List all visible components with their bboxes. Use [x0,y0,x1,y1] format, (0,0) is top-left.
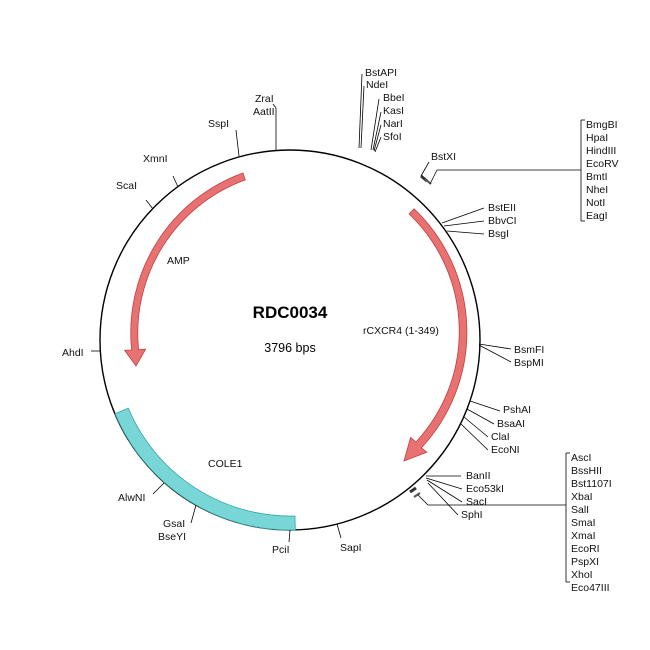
site-ahdi: AhdI [62,347,84,359]
site-bsteii: BstEII [488,202,516,214]
site-group-bsmfi: BsmFI BspMI [478,343,544,369]
site-xhoi: XhoI [571,569,593,581]
mcs2-marker [409,486,421,498]
site-bsgi: BsgI [488,228,509,240]
rcxcr4-arrow [403,208,468,462]
site-xmai: XmaI [571,530,596,542]
plasmid-size: 3796 bps [264,341,315,355]
site-sali: SalI [571,504,589,516]
site-group-banii: BanII Eco53kI SacI SphI [425,470,504,521]
site-nhei: NheI [586,184,608,196]
cole1-label: COLE1 [208,458,243,470]
amp-label: AMP [167,255,190,267]
site-group-mcs2: AscI BssHII Bst1107I XbaI SalI SmaI XmaI… [417,452,612,594]
site-ecori: EcoRI [571,543,600,555]
site-bbvci: BbvCI [488,215,517,227]
site-aatii: AatII [253,106,275,118]
plasmid-name: RDC0034 [253,303,328,322]
site-group-bsteii: BstEII BbvCI BsgI [441,202,517,240]
site-pspxi: PspXI [571,556,599,568]
site-hindiii: HindIII [586,145,616,157]
site-noti: NotI [586,197,605,209]
site-asci: AscI [571,452,591,464]
site-xbai: XbaI [571,491,593,503]
mcs1-marker [420,174,432,185]
site-group-aatii: ZraI AatII [253,93,277,150]
site-bst1107i: Bst1107I [571,478,612,490]
site-sspi: SspI [208,118,229,130]
site-hpai: HpaI [586,132,608,144]
site-sfoi: SfoI [383,131,402,143]
site-bseyi: BseYI [158,531,186,543]
site-smai: SmaI [571,517,596,529]
site-eco53ki: Eco53kI [466,483,504,495]
site-bmgbi: BmgBI [586,119,618,131]
site-bstxi: BstXI [431,151,456,163]
site-bmti: BmtI [586,171,608,183]
site-sphi: SphI [461,509,483,521]
site-group-pshai: PshAI BsaAI ClaI EcoNI [460,400,531,456]
site-alwni: AlwNI [118,492,145,504]
site-bspmi: BspMI [514,357,544,369]
site-nari: NarI [383,118,403,130]
site-zrai: ZraI [255,93,274,105]
site-bsaai: BsaAI [497,418,525,430]
site-ndei: NdeI [366,79,388,91]
site-group-mcs1: BstXI BmgBI HpaI HindIII EcoRV BmtI NheI… [420,119,619,222]
site-bbei: BbeI [383,92,405,104]
site-pcii: PciI [272,544,290,556]
site-eco47iii: Eco47III [571,582,610,594]
site-group-top: BstAPI NdeI BbeI KasI NarI SfoI [358,67,405,153]
site-econi: EcoNI [491,444,520,456]
site-saci: SacI [466,496,487,508]
site-kasi: KasI [383,105,404,117]
site-ecorv: EcoRV [586,158,619,170]
site-xmni: XmnI [143,153,168,165]
rcxcr4-label: rCXCR4 (1-349) [363,325,439,337]
site-eagi: EagI [586,210,608,222]
site-bstapi: BstAPI [365,67,397,79]
site-gsai: GsaI [163,518,185,530]
site-bsmfi: BsmFI [514,344,544,356]
site-bsshii: BssHII [571,465,602,477]
cole1-feature [114,407,296,531]
site-sapi: SapI [340,542,362,554]
site-clai: ClaI [491,431,510,443]
site-pshai: PshAI [503,404,531,416]
site-banii: BanII [466,470,491,482]
amp-arrow [123,172,246,367]
site-scai: ScaI [116,180,137,192]
